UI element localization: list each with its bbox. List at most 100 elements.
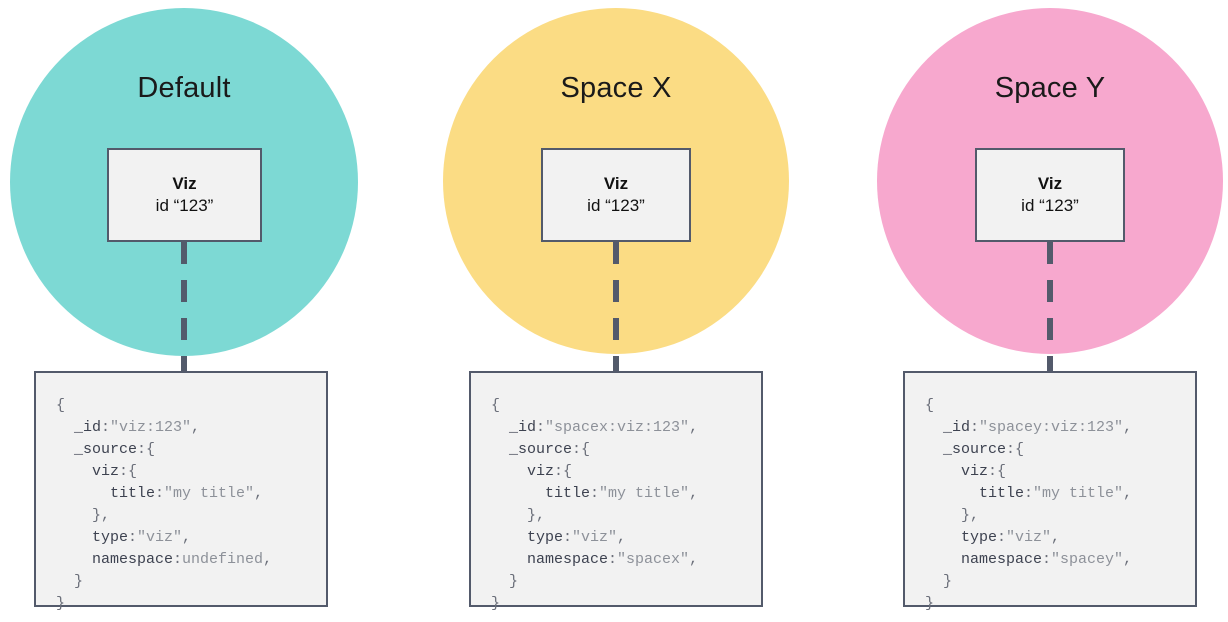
json-token-key: viz [56,463,120,480]
json-token-punct: : [970,419,980,436]
json-line: namespace:"spacey", [925,549,1195,571]
json-line: title:"my title", [491,483,761,505]
json-token-brace: { [563,463,573,480]
json-token-punct: , [689,419,699,436]
json-token-punct: , [689,485,699,502]
json-token-str: "spacey" [1051,551,1124,568]
json-line: } [56,571,326,593]
json-token-brace: { [997,463,1007,480]
json-token-punct: , [1051,529,1061,546]
json-token-punct: : [997,529,1007,546]
json-token-str: "spacey:viz:123" [979,419,1124,436]
json-token-key: namespace [925,551,1043,568]
json-token-punct: : [1042,551,1052,568]
json-token-punct: : [572,441,582,458]
json-token-punct: : [536,419,546,436]
json-line: } [56,593,326,615]
json-token-brace: { [925,397,935,414]
document-json-box-default: { _id:"viz:123", _source:{ viz:{ title:"… [34,371,328,612]
json-token-punct: , [617,529,627,546]
json-line: namespace:undefined, [56,549,326,571]
json-token-str: "viz" [572,529,618,546]
json-token-key: type [925,529,998,546]
json-token-punct: , [182,529,192,546]
viz-box-title: Viz [1037,174,1063,194]
json-line: { [925,395,1195,417]
json-line: viz:{ [491,461,761,483]
json-line: viz:{ [56,461,326,483]
json-token-key: _source [56,441,138,458]
document-json-box-spacey: { _id:"spacey:viz:123", _source:{ viz:{ … [903,371,1197,612]
json-line: } [925,593,1195,615]
dashed-connector-default [181,242,187,372]
json-token-punct: : [554,463,564,480]
document-json-code: { _id:"spacey:viz:123", _source:{ viz:{ … [925,395,1195,615]
json-line: }, [56,505,326,527]
json-token-str: "viz:123" [110,419,192,436]
json-line: }, [925,505,1195,527]
dashed-connector-spacex [613,242,619,372]
json-line: _id:"spacey:viz:123", [925,417,1195,439]
document-json-code: { _id:"viz:123", _source:{ viz:{ title:"… [56,395,326,615]
viz-box-id-label: id “123” [155,195,214,215]
json-line: }, [491,505,761,527]
json-token-brace: } [56,507,102,524]
namespace-title-spacey: Space Y [994,72,1106,104]
json-line: _id:"viz:123", [56,417,326,439]
json-token-key: title [56,485,156,502]
json-token-punct: : [137,441,147,458]
json-token-key: viz [925,463,989,480]
json-token-key: type [491,529,564,546]
document-json-box-spacex: { _id:"spacex:viz:123", _source:{ viz:{ … [469,371,763,612]
json-line: _source:{ [56,439,326,461]
json-line: type:"viz", [56,527,326,549]
viz-box-id-label: id “123” [587,195,645,215]
json-token-brace: } [56,573,84,590]
json-token-str: "my title" [599,485,690,502]
json-token-punct: , [263,551,273,568]
json-token-punct: , [689,551,699,568]
dashed-connector-spacey [1047,242,1053,372]
json-token-brace: } [925,573,953,590]
json-line: } [925,571,1195,593]
viz-box-title: Viz [603,174,629,194]
json-token-punct: , [1123,419,1133,436]
json-token-brace: } [491,507,537,524]
json-token-punct: : [563,529,573,546]
json-token-punct: : [119,463,129,480]
json-token-str: "my title" [1033,485,1124,502]
json-token-key: _source [925,441,1007,458]
json-token-str: "spacex:viz:123" [545,419,690,436]
json-line: viz:{ [925,461,1195,483]
json-line: _source:{ [491,439,761,461]
json-token-key: _id [56,419,102,436]
json-token-punct: : [128,529,138,546]
json-token-str: "viz" [137,529,183,546]
json-token-key: title [925,485,1025,502]
json-line: type:"viz", [491,527,761,549]
json-token-punct: , [1123,485,1133,502]
json-line: _id:"spacex:viz:123", [491,417,761,439]
viz-box-title: Viz [172,174,197,194]
json-line: namespace:"spacex", [491,549,761,571]
json-token-punct: , [101,507,111,524]
document-json-code: { _id:"spacex:viz:123", _source:{ viz:{ … [491,395,761,615]
json-token-punct: , [536,507,546,524]
json-token-brace: { [56,397,66,414]
json-token-brace: { [491,397,501,414]
json-token-punct: : [155,485,165,502]
json-token-brace: } [491,595,501,612]
json-token-punct: : [1024,485,1034,502]
json-token-punct: : [988,463,998,480]
json-token-key: _id [491,419,537,436]
namespace-title-spacex: Space X [560,72,672,104]
json-line: title:"my title", [56,483,326,505]
json-token-punct: , [254,485,264,502]
json-line: { [56,395,326,417]
json-line: title:"my title", [925,483,1195,505]
json-token-key: viz [491,463,555,480]
json-token-brace: } [56,595,66,612]
